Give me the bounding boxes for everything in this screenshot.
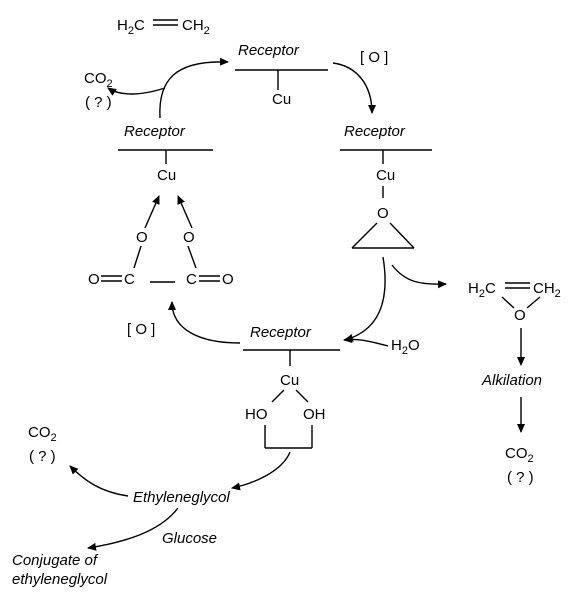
coordination-arrow (177, 195, 193, 229)
arrow-glycol-release (231, 451, 291, 491)
arrow-cycle-top-left (159, 57, 229, 119)
coordination-arrow (144, 195, 160, 229)
arrow-water-in (343, 335, 389, 347)
arrow-cycle-right (344, 256, 386, 342)
svg-text:OH: OH (303, 406, 326, 423)
receptor-label: Receptor (238, 42, 300, 59)
svg-text:O: O (377, 205, 389, 222)
arrow-glycol-to-co2 (69, 465, 129, 497)
svg-text:H2O: H2O (391, 337, 420, 357)
svg-text:Cu: Cu (280, 372, 299, 389)
svg-text:CO2: CO2 (28, 424, 57, 444)
svg-text:O: O (136, 229, 148, 246)
arrow-glycol-to-conjugate (87, 507, 179, 551)
receptor-cu-bottom: Receptor Cu HO OH (243, 324, 340, 449)
alkilation-label: Alkilation (481, 372, 542, 389)
svg-text:( ? ): ( ? ) (29, 448, 56, 465)
receptor-cu-left: Receptor Cu O O O C C O (88, 123, 234, 288)
svg-text:Receptor: Receptor (124, 123, 186, 140)
svg-text:H2C: H2C (468, 280, 496, 300)
svg-text:CO2: CO2 (505, 445, 534, 465)
svg-text:H2C: H2C (117, 17, 145, 37)
svg-text:HO: HO (245, 406, 268, 423)
svg-text:( ? ): ( ? ) (507, 469, 534, 486)
oxidant-label-top: [ O ] (360, 49, 388, 66)
svg-text:CO2: CO2 (84, 70, 113, 90)
svg-text:( ? ): ( ? ) (85, 94, 112, 111)
svg-text:Receptor: Receptor (250, 324, 312, 341)
arrow-cycle-bottom-left (168, 301, 241, 344)
svg-text:CH2: CH2 (182, 17, 210, 37)
arrow-co2-release-top (107, 87, 166, 96)
co2-top-left: CO2 ( ? ) (84, 70, 113, 111)
svg-text:C: C (124, 271, 135, 288)
ethylene-top: H2C CH2 (117, 17, 210, 37)
svg-text:Cu: Cu (376, 167, 395, 184)
svg-text:CH2: CH2 (533, 280, 561, 300)
glucose-label: Glucose (162, 530, 217, 547)
svg-text:O: O (183, 229, 195, 246)
cu-label: Cu (272, 91, 291, 108)
ethyleneglycol-label: Ethyleneglycol (133, 489, 230, 506)
co2-bottom-left: CO2 ( ? ) (28, 424, 57, 465)
svg-text:Receptor: Receptor (344, 123, 406, 140)
receptor-cu-right: Receptor Cu O (340, 123, 432, 249)
oxidant-label-bottom: [ O ] (127, 321, 155, 338)
arrow-cycle-top-right (332, 62, 376, 114)
svg-text:O: O (88, 271, 100, 288)
water: H2O (391, 337, 420, 357)
conjugate-label-line2: ethyleneglycol (12, 571, 108, 588)
arrow-epoxide-release (391, 264, 447, 289)
receptor-cu-top: Receptor Cu (235, 42, 328, 108)
svg-text:Cu: Cu (157, 167, 176, 184)
svg-text:O: O (514, 307, 526, 324)
svg-text:C: C (186, 271, 197, 288)
svg-text:O: O (222, 271, 234, 288)
conjugate-label-line1: Conjugate of (12, 552, 99, 569)
co2-right: CO2 ( ? ) (505, 445, 534, 486)
ethylene-oxide: H2C CH2 O (468, 280, 561, 324)
